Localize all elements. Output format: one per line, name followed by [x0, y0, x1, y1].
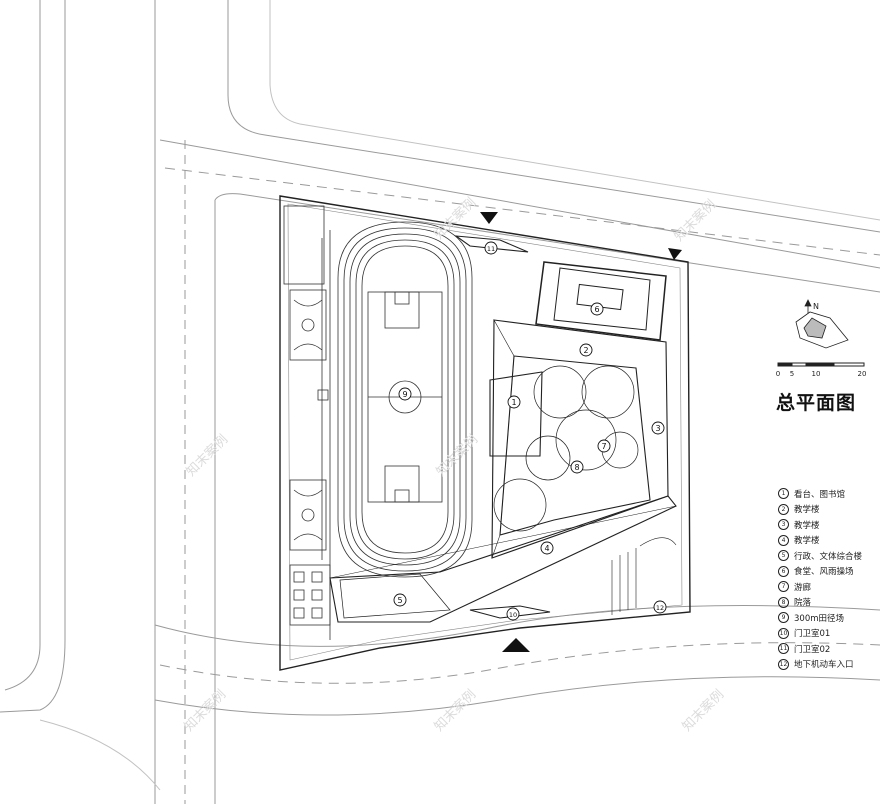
legend-number: 9 [778, 612, 789, 624]
marker-7-label: 7 [601, 442, 606, 451]
north-road-edge [159, 139, 880, 269]
drawing-title: 总平面图 [776, 392, 857, 414]
basketball-court [289, 479, 327, 551]
legend-number: 6 [778, 565, 789, 577]
south-road-edge [154, 676, 880, 716]
north-road-edge [269, 0, 880, 221]
teaching-buildings [329, 235, 677, 623]
legend-item: 5 行政、文体综合楼 [778, 548, 862, 564]
marker-1-label: 1 [511, 398, 516, 407]
site-boundary [279, 195, 691, 671]
south-road-edge [39, 719, 161, 791]
legend-number: 2 [778, 503, 789, 515]
legend-label: 行政、文体综合楼 [794, 551, 863, 562]
marker-12: 12 [653, 600, 667, 614]
legend-item: 9 300m田径场 [778, 610, 862, 626]
north-label: N [813, 302, 819, 311]
scale-tick-0: 0 [776, 370, 780, 378]
legend-number: 11 [778, 643, 789, 655]
legend-number: 7 [778, 581, 789, 593]
marker-9-label: 9 [402, 390, 407, 399]
marker-3: 3 [651, 421, 665, 435]
legend-label: 300m田径场 [794, 613, 845, 624]
scale-tick-20: 20 [858, 370, 867, 378]
legend-number: 5 [778, 550, 789, 562]
north-road-edge [214, 193, 880, 293]
marker-10-label: 10 [509, 611, 517, 619]
entrance-arrow [480, 212, 498, 224]
marker-2-label: 2 [583, 346, 588, 355]
legend-label: 教学楼 [794, 520, 820, 531]
marker-2: 2 [579, 343, 593, 357]
legend-item: 7 游廊 [778, 579, 862, 595]
legend-label: 游廊 [794, 582, 812, 593]
marker-7: 7 [597, 439, 611, 453]
legend-number: 4 [778, 534, 789, 546]
entrance-arrow [668, 248, 682, 260]
legend-item: 8 院落 [778, 595, 862, 611]
legend-item: 4 教学楼 [778, 533, 862, 549]
scale-tick-5: 5 [790, 370, 794, 378]
marker-6: 6 [590, 302, 604, 316]
legend-label: 院落 [794, 598, 812, 609]
legend-item: 11 门卫室02 [778, 641, 862, 657]
west-road-edge [0, 0, 66, 713]
marker-12-label: 12 [656, 604, 664, 612]
legend-item: 10 门卫室01 [778, 626, 862, 642]
legend-label: 门卫室02 [794, 644, 831, 655]
west-road-edge [4, 0, 41, 691]
marker-4: 4 [540, 541, 554, 555]
legend-label: 看台、图书馆 [794, 489, 846, 500]
legend-number: 10 [778, 627, 789, 639]
marker-11-label: 11 [487, 245, 495, 253]
legend-label: 教学楼 [794, 505, 820, 516]
north-arrow: N [795, 299, 849, 349]
south-road-centerline [159, 642, 880, 684]
legend-label: 门卫室01 [794, 629, 831, 640]
legend-label: 地下机动车入口 [794, 660, 854, 671]
marker-6-label: 6 [594, 305, 599, 314]
legend-number: 1 [778, 488, 789, 500]
north-road-edge [227, 0, 880, 233]
marker-4-label: 4 [544, 544, 549, 553]
marker-8: 8 [570, 460, 584, 474]
marker-8-label: 8 [574, 463, 579, 472]
north-road-centerline [164, 167, 880, 256]
marker-5-label: 5 [397, 596, 402, 605]
legend-item: 6 食堂、风雨操场 [778, 564, 862, 580]
entrance-arrow [502, 638, 530, 652]
scale-tick-10: 10 [812, 370, 821, 378]
legend-item: 3 教学楼 [778, 517, 862, 533]
legend-label: 食堂、风雨操场 [794, 567, 854, 578]
scale-bar [777, 362, 865, 367]
building-canteen [535, 261, 667, 341]
legend: 1 看台、图书馆 2 教学楼 3 教学楼 4 教学楼 5 行政、文体综合楼 6 食堂、风雨操… [778, 486, 862, 672]
marker-9: 9 [398, 387, 412, 401]
legend-item: 1 看台、图书馆 [778, 486, 862, 502]
marker-3-label: 3 [655, 424, 660, 433]
legend-number: 12 [778, 658, 789, 670]
legend-label: 教学楼 [794, 536, 820, 547]
legend-item: 12 地下机动车入口 [778, 657, 862, 673]
marker-1: 1 [507, 395, 521, 409]
south-road-edge [154, 605, 880, 647]
legend-number: 3 [778, 519, 789, 531]
court-area [283, 205, 325, 285]
marker-11: 11 [484, 241, 498, 255]
legend-number: 8 [778, 596, 789, 608]
marker-10: 10 [506, 607, 520, 621]
marker-5: 5 [393, 593, 407, 607]
basketball-court [289, 289, 327, 361]
small-court [289, 564, 331, 626]
legend-item: 2 教学楼 [778, 502, 862, 518]
